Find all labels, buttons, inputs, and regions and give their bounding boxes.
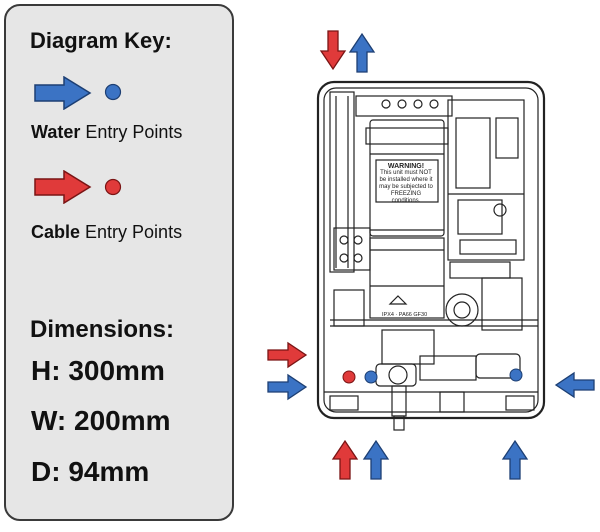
cable-entry-dot bbox=[342, 370, 356, 384]
water-entry-arrow-left bbox=[267, 374, 307, 400]
dimension-height: H: 300mm bbox=[31, 355, 165, 386]
water-entry-arrow-bottom bbox=[363, 440, 389, 480]
cable-entry-arrow-left bbox=[267, 342, 307, 368]
water-entry-dot bbox=[509, 368, 523, 382]
unit-body bbox=[316, 80, 546, 431]
material-label: IPX4 · PA66 GF30 bbox=[382, 312, 428, 318]
water-entry-dot bbox=[364, 370, 378, 384]
water-entry-arrow-bottom-right bbox=[502, 440, 528, 480]
cable-dot-icon bbox=[104, 178, 122, 196]
dimension-depth: D: 94mm bbox=[31, 456, 150, 487]
water-entry-label: Water Entry Points bbox=[31, 122, 183, 142]
water-entry-arrow-top bbox=[349, 33, 375, 73]
water-dot-icon bbox=[104, 83, 122, 101]
key-title: Diagram Key: bbox=[30, 28, 172, 53]
water-arrow-icon bbox=[34, 76, 92, 110]
cable-entry-label: Cable Entry Points bbox=[31, 222, 183, 242]
cable-entry-arrow-top bbox=[320, 30, 346, 70]
dimensions-title: Dimensions: bbox=[30, 316, 175, 343]
cable-entry-arrow-bottom bbox=[332, 440, 358, 480]
warning-label: WARNING! This unit must NOT be installed… bbox=[379, 163, 433, 204]
cable-arrow-icon bbox=[34, 170, 92, 204]
dimension-width: W: 200mm bbox=[31, 405, 171, 436]
water-entry-arrow-right bbox=[555, 372, 595, 398]
